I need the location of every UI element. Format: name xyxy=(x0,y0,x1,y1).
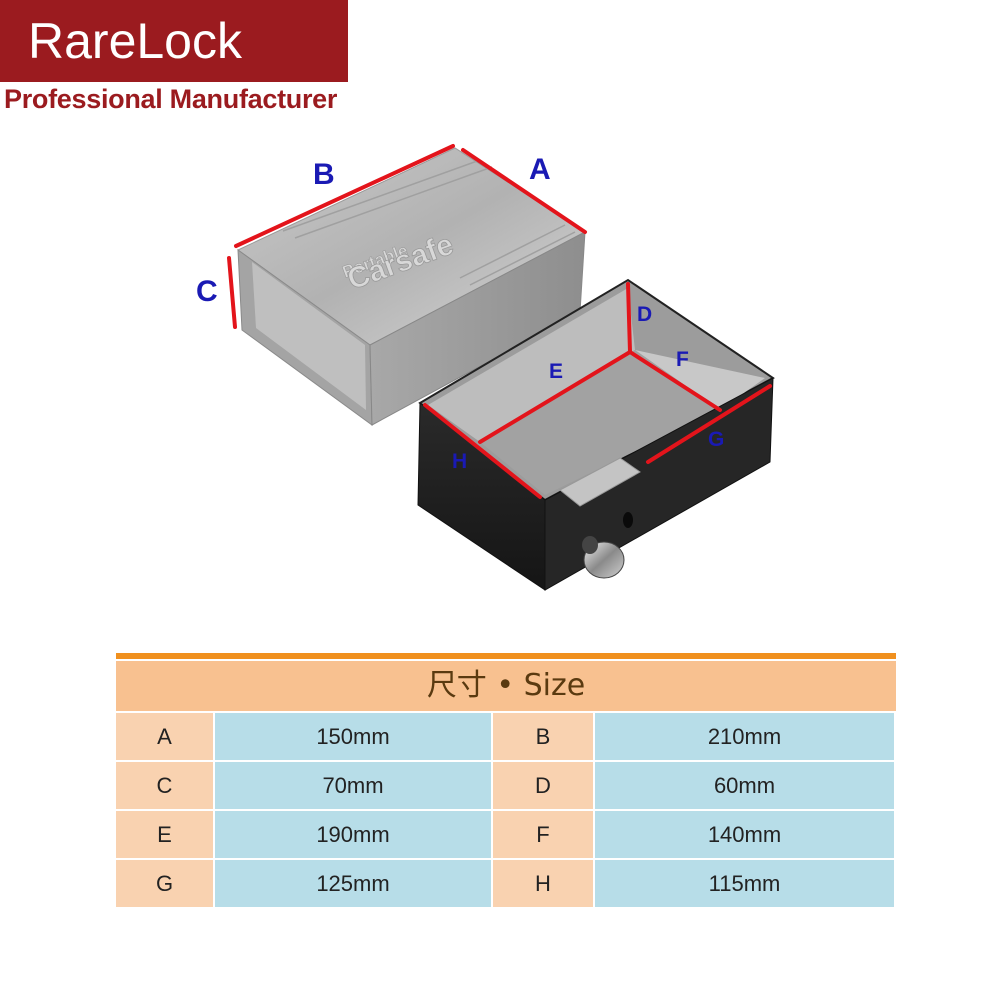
brand-logo: RareLock xyxy=(0,0,348,82)
brand-name: RareLock xyxy=(28,13,242,69)
dimension-key-f: F xyxy=(493,811,593,858)
dimension-value-g: 125mm xyxy=(215,860,491,907)
dimension-key-d: D xyxy=(493,762,593,809)
table-row: A 150mm B 210mm xyxy=(116,713,896,760)
dimension-value-d: 60mm xyxy=(595,762,894,809)
dimension-value-h: 115mm xyxy=(595,860,894,907)
dimension-value-b: 210mm xyxy=(595,713,894,760)
brand-tagline: Professional Manufacturer xyxy=(4,84,338,114)
dimension-label-a: A xyxy=(529,153,551,186)
dimension-value-c: 70mm xyxy=(215,762,491,809)
dimension-label-b: B xyxy=(313,158,335,191)
product-figure: Portable Carsafe B A xyxy=(180,130,820,600)
safe-box xyxy=(417,278,775,591)
dimension-lines xyxy=(227,144,772,499)
dimension-key-a: A xyxy=(116,713,213,760)
dimension-key-h: H xyxy=(493,860,593,907)
table-row: G 125mm H 115mm xyxy=(116,860,896,907)
dimension-value-a: 150mm xyxy=(215,713,491,760)
dimension-label-c: C xyxy=(196,275,218,308)
dimension-key-g: G xyxy=(116,860,213,907)
dimension-label-g: G xyxy=(708,428,725,451)
dimension-key-e: E xyxy=(116,811,213,858)
dimension-key-c: C xyxy=(116,762,213,809)
dimension-label-e: E xyxy=(549,360,564,383)
dimension-label-d: D xyxy=(637,303,653,326)
table-row: C 70mm D 60mm xyxy=(116,762,896,809)
dimension-key-b: B xyxy=(493,713,593,760)
safe-lid: Portable Carsafe xyxy=(237,147,586,427)
size-table-title: 尺寸 • Size xyxy=(116,661,896,711)
dimension-value-e: 190mm xyxy=(215,811,491,858)
dimension-label-f: F xyxy=(676,348,689,371)
table-accent-line xyxy=(116,653,896,659)
car-safe-illustration: Portable Carsafe xyxy=(227,144,775,591)
table-row: E 190mm F 140mm xyxy=(116,811,896,858)
dimension-value-f: 140mm xyxy=(595,811,894,858)
dimension-label-h: H xyxy=(452,450,468,473)
size-table: 尺寸 • Size A 150mm B 210mm C 70mm D 60mm … xyxy=(116,653,896,907)
